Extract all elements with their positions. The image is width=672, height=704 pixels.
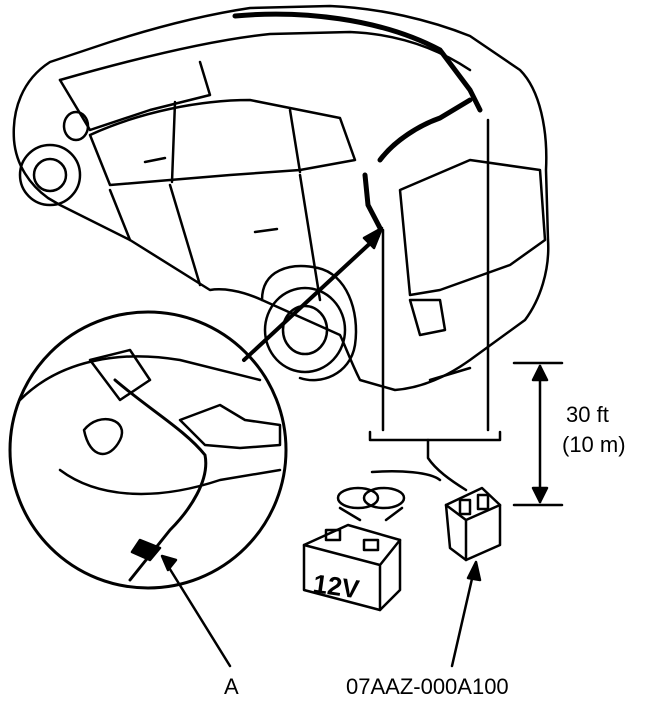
tool-unit [444, 486, 502, 562]
tool-number-label: 07AAZ-000A100 [346, 674, 509, 699]
detail-body-edge [18, 355, 262, 402]
length-label-ft: 30 ft [566, 402, 609, 427]
battery-clamps [336, 486, 406, 522]
rear-hub [281, 304, 329, 356]
callout-a-label: A [224, 674, 239, 699]
terminal-neg [324, 528, 342, 542]
leader-arrow [242, 226, 384, 362]
battery-body [302, 523, 402, 612]
detail-floor-edge [58, 468, 282, 496]
rear-wheel [263, 286, 347, 374]
detail-hose-plug [130, 538, 162, 562]
callout-tool-line [450, 568, 476, 668]
callouts [160, 554, 482, 668]
door-handles [143, 156, 279, 234]
side-mirror [62, 110, 90, 142]
length-label-m: (10 m) [562, 432, 626, 457]
detail-hole [82, 418, 124, 456]
hose-to-hatch [362, 172, 383, 231]
roof-line [58, 30, 472, 82]
windshield [58, 60, 212, 132]
b-pillar [170, 100, 177, 184]
battery-edges [302, 538, 402, 612]
terminal-pos [362, 538, 380, 552]
front-hub [32, 157, 68, 193]
car [12, 4, 550, 392]
callout-a-line [166, 564, 232, 668]
detail-bracket [88, 348, 152, 402]
front-wheel [18, 143, 82, 207]
c-pillar [288, 108, 302, 174]
detail-inset [8, 310, 288, 590]
callout-a-arrow [160, 554, 178, 572]
battery-voltage-label: 12V [311, 568, 362, 604]
car-body-outline [12, 4, 550, 392]
hose-manifold [368, 430, 502, 442]
leader-arrowhead [362, 226, 384, 250]
hanging-hoses [381, 118, 490, 432]
hatch-hose [377, 97, 473, 163]
side-windows [88, 98, 357, 187]
tool-gauge-left [458, 498, 472, 516]
detail-circle [8, 310, 288, 590]
detail-hose [113, 378, 208, 582]
dim-arrow-bottom [531, 486, 549, 504]
rear-hatch-window [398, 158, 547, 297]
clamp-jaws [338, 506, 404, 522]
tool-unit-body [444, 486, 502, 562]
leader-line [242, 234, 380, 362]
battery-cable [370, 470, 442, 482]
battery: 12V [302, 523, 402, 612]
tool-gauge-right [476, 493, 490, 511]
rear-bumper-line [428, 366, 472, 382]
rear-light [408, 298, 447, 337]
dim-arrow-top [531, 364, 549, 382]
tool-hose [426, 438, 468, 492]
callout-tool-arrow [466, 560, 482, 582]
door-lines [108, 173, 322, 302]
rear-wheel-arch [260, 264, 358, 382]
roof-hose [232, 11, 483, 113]
clamp-left [336, 486, 380, 510]
clamp-right [362, 486, 406, 510]
detail-fitting [178, 403, 282, 450]
length-dimension [512, 361, 564, 507]
